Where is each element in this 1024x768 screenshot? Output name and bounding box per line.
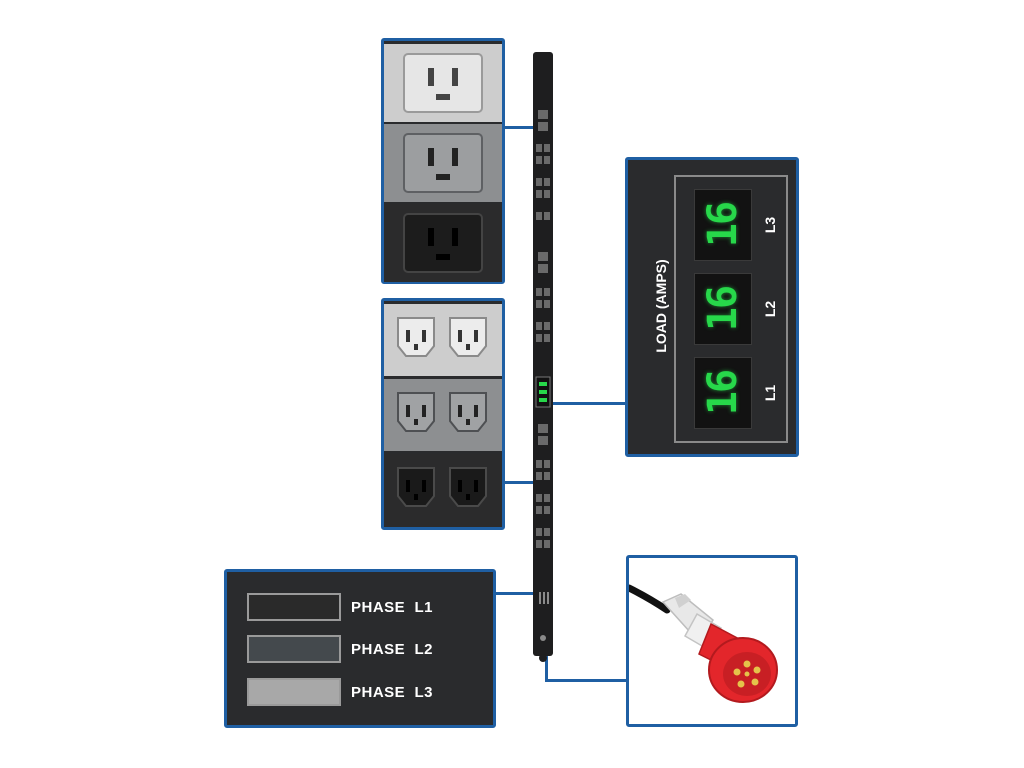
connector-plug-horizontal [545, 679, 629, 682]
phase-label-l2: L2 [762, 300, 779, 318]
c13-socket-pair-icon [397, 467, 487, 507]
c13-socket-pair-icon [397, 392, 487, 432]
phase-label-l1: L1 [762, 384, 779, 402]
c19-outlet-dark [384, 204, 502, 282]
connector-c13 [503, 481, 535, 484]
connector-legend [495, 592, 533, 595]
display-frame: 16 L3 16 L2 16 L1 [674, 175, 788, 443]
c19-outlets-panel [381, 38, 505, 284]
phase-legend-panel: PHASE L1 PHASE L2 PHASE L3 [224, 569, 496, 728]
load-amps-label: LOAD (AMPS) [653, 259, 669, 353]
c13-socket-pair-icon [397, 317, 487, 357]
c19-outlet-light [384, 44, 502, 122]
load-display-l2: 16 [694, 273, 752, 345]
plug-panel [625, 555, 798, 727]
legend-item-l1: PHASE L1 [247, 593, 433, 621]
c19-outlet-medium [384, 124, 502, 202]
legend-swatch-l1 [247, 593, 341, 621]
legend-swatch-l3 [247, 678, 341, 706]
connector-c19 [503, 126, 535, 129]
load-value-l1: 16 [700, 370, 746, 416]
connector-display [550, 402, 628, 405]
legend-item-l2: PHASE L2 [247, 635, 433, 663]
load-value-l3: 16 [700, 202, 746, 248]
iec60309-plug-icon [625, 584, 778, 703]
legend-item-l3: PHASE L3 [247, 678, 433, 706]
c13-outlet-pair-dark [384, 454, 502, 527]
pdu-cable-stub [539, 654, 547, 662]
c13-outlet-pair-light [384, 304, 502, 376]
load-display-l1: 16 [694, 357, 752, 429]
legend-label-l3: PHASE L3 [351, 683, 434, 701]
pdu-outlets-icon [535, 110, 551, 641]
c19-socket-icon [403, 213, 483, 273]
load-display-panel: LOAD (AMPS) 16 L3 16 L2 16 L1 [625, 157, 799, 457]
c13-outlet-pair-medium [384, 379, 502, 451]
legend-swatch-l2 [247, 635, 341, 663]
connector-plug-vertical [545, 655, 548, 681]
pdu-strip [533, 52, 553, 656]
load-value-l2: 16 [700, 286, 746, 332]
c13-outlets-panel [381, 298, 505, 530]
c19-socket-icon [403, 133, 483, 193]
legend-label-l2: PHASE L2 [351, 640, 434, 658]
phase-label-l3: L3 [762, 216, 779, 234]
load-display-l3: 16 [694, 189, 752, 261]
c19-socket-icon [403, 53, 483, 113]
legend-label-l1: PHASE L1 [351, 598, 434, 616]
